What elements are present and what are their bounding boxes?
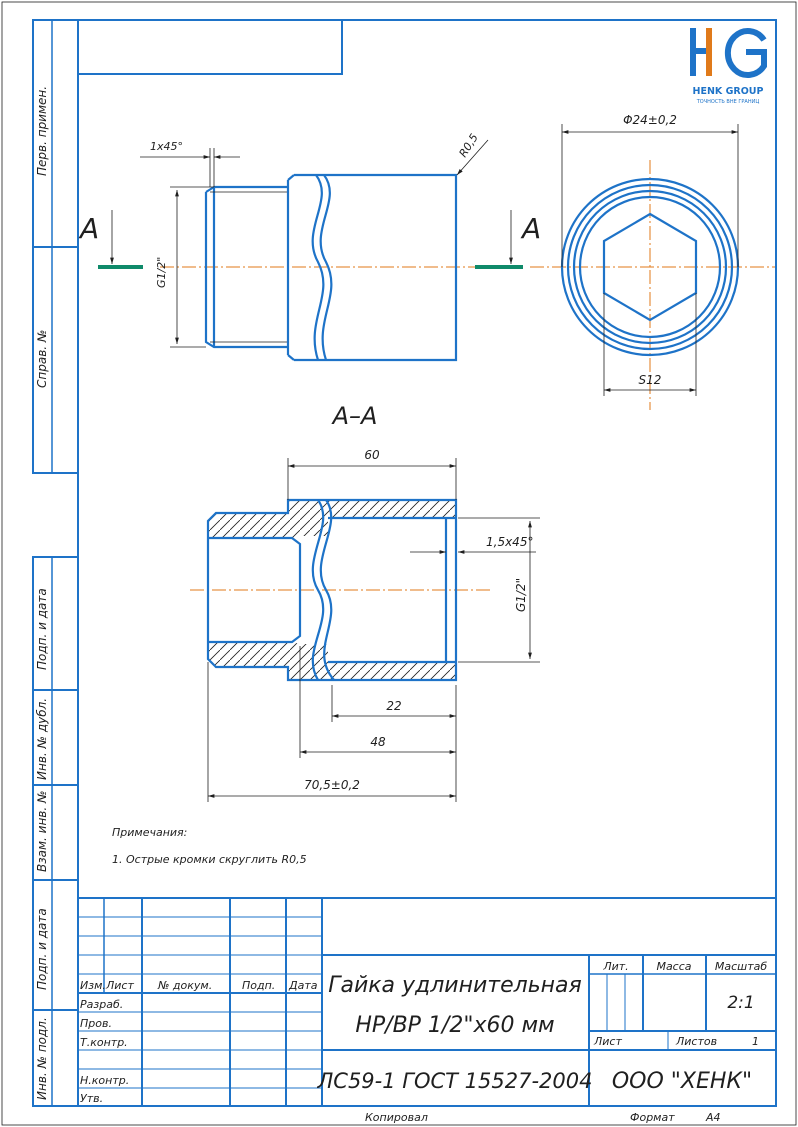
notes-heading: Примечания: <box>112 826 187 839</box>
tb-row-razrab: Разраб. <box>80 998 123 1011</box>
side-label-podp-data-1: Подп. и дата <box>35 588 49 670</box>
dim-length-48: 48 <box>370 735 386 749</box>
top-left-box <box>77 19 343 75</box>
tb-row-utv: Утв. <box>80 1092 103 1105</box>
side-label-perv-primen: Перв. примен. <box>35 86 49 176</box>
side-label-sprav-no: Справ. № <box>35 330 49 388</box>
footer-kopiroval: Копировал <box>365 1111 428 1124</box>
tb-sheet-label: Лист <box>593 1035 622 1048</box>
tb-part-name-line-1: Гайка удлинительная <box>328 973 582 998</box>
side-label-inv-dubl: Инв. № дубл. <box>35 698 49 780</box>
tb-row-nkontr: Н.контр. <box>80 1074 129 1087</box>
tb-row-prov: Пров. <box>80 1017 112 1030</box>
section-mark-left: А <box>78 212 99 245</box>
company-logo: HENK GROUP ТОЧНОСТЬ ВНЕ ГРАНИЦ <box>690 28 767 105</box>
tb-header-list: Лист <box>105 979 134 992</box>
tb-sheets-label: Листов <box>675 1035 717 1048</box>
tb-company: ООО "ХЕНК" <box>612 1069 752 1094</box>
tb-row-tkontr: Т.контр. <box>80 1036 128 1049</box>
dim-length-22: 22 <box>386 699 401 713</box>
tb-header-dokum: № докум. <box>157 979 212 992</box>
tb-scale: 2:1 <box>727 993 754 1013</box>
footer-format-label: Формат <box>630 1111 675 1124</box>
tb-part-name-line-2: НР/ВР 1/2"х60 мм <box>355 1013 554 1038</box>
dim-hex: S12 <box>639 373 662 387</box>
dim-chamfer-top: 1х45° <box>150 140 183 153</box>
tb-header-massa: Масса <box>656 960 691 973</box>
tb-header-lit: Лит. <box>602 960 628 973</box>
logo-name: HENK GROUP <box>693 86 764 97</box>
section-mark-right: А <box>520 212 541 245</box>
title-block <box>78 897 776 1106</box>
logo-tagline: ТОЧНОСТЬ ВНЕ ГРАНИЦ <box>696 99 760 105</box>
side-view <box>98 139 523 362</box>
dim-diameter: Φ24±0,2 <box>623 113 677 127</box>
dim-thread-section: G1/2" <box>514 578 528 612</box>
side-strip-bottom <box>32 556 79 1107</box>
tb-header-izm: Изм. <box>80 979 106 992</box>
section-title: А–А <box>331 402 378 430</box>
tb-material: ЛС59-1 ГОСТ 15527-2004 <box>316 1069 592 1093</box>
side-strip-top <box>32 19 79 474</box>
dim-thread-left: G1/2" <box>155 257 168 288</box>
dim-length-60: 60 <box>364 448 380 462</box>
side-label-vzam-inv: Взам. инв. № <box>35 791 49 872</box>
side-label-podp-data-2: Подп. и дата <box>35 908 49 990</box>
tb-header-data: Дата <box>288 979 318 992</box>
dim-radius: R0,5 <box>457 131 481 159</box>
dim-chamfer-section: 1,5х45° <box>486 535 533 549</box>
section-view <box>190 458 540 802</box>
main-frame <box>77 19 777 1107</box>
tb-sheets-count: 1 <box>752 1035 759 1048</box>
tb-header-podp: Подп. <box>242 979 275 992</box>
notes-line-1: 1. Острые кромки скруглить R0,5 <box>112 853 307 866</box>
end-view <box>530 124 775 410</box>
footer-format-value: А4 <box>705 1111 721 1124</box>
dim-length-overall: 70,5±0,2 <box>304 778 360 792</box>
tb-header-masshtab: Масштаб <box>715 960 767 973</box>
side-label-inv-podl: Инв. № подл. <box>35 1017 49 1100</box>
